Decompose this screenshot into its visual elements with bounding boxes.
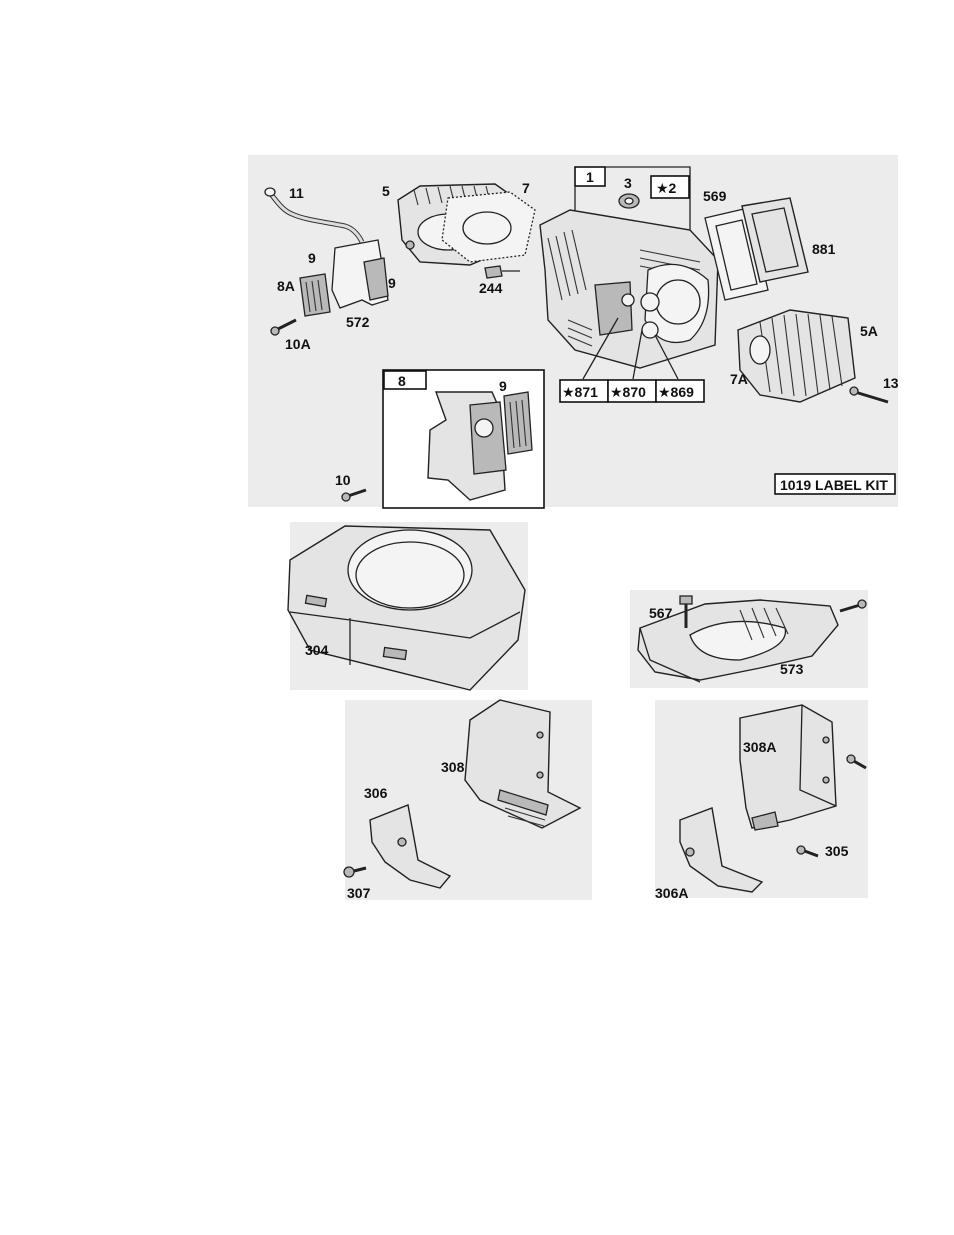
- air-guide-part: [332, 240, 388, 308]
- label-10A: 10A: [285, 336, 311, 352]
- label-306: 306: [364, 785, 388, 801]
- label-5: 5: [382, 183, 390, 199]
- label-306A: 306A: [655, 885, 688, 901]
- label-9-box8: 9: [499, 378, 507, 394]
- label-567: 567: [649, 605, 673, 621]
- rectifier-part: [300, 274, 330, 316]
- head-gasket-part: [442, 192, 535, 262]
- label-5A: 5A: [860, 323, 878, 339]
- label-572: 572: [346, 314, 370, 330]
- label-244: 244: [479, 280, 503, 296]
- label-9-right: 9: [388, 275, 396, 291]
- label-307: 307: [347, 885, 371, 901]
- label-11: 11: [289, 185, 304, 201]
- label-2: ★2: [656, 180, 677, 196]
- label-9-top: 9: [308, 250, 316, 266]
- oil-seal-part: [619, 194, 639, 208]
- label-8A: 8A: [277, 278, 295, 294]
- label-13: 13: [883, 375, 899, 391]
- label-573: 573: [780, 661, 804, 677]
- label-869: ★869: [658, 384, 694, 400]
- label-1: 1: [586, 169, 594, 185]
- label-569: 569: [703, 188, 727, 204]
- label-304: 304: [305, 642, 329, 658]
- label-308: 308: [441, 759, 465, 775]
- label-7: 7: [522, 180, 530, 196]
- label-8: 8: [398, 373, 406, 389]
- label-3: 3: [624, 175, 632, 191]
- label-870: ★870: [610, 384, 646, 400]
- label-kit: 1019 LABEL KIT: [780, 477, 888, 493]
- label-871: ★871: [562, 384, 598, 400]
- label-308A: 308A: [743, 739, 776, 755]
- label-881: 881: [812, 241, 836, 257]
- label-7A: 7A: [730, 371, 748, 387]
- label-305: 305: [825, 843, 849, 859]
- label-10: 10: [335, 472, 351, 488]
